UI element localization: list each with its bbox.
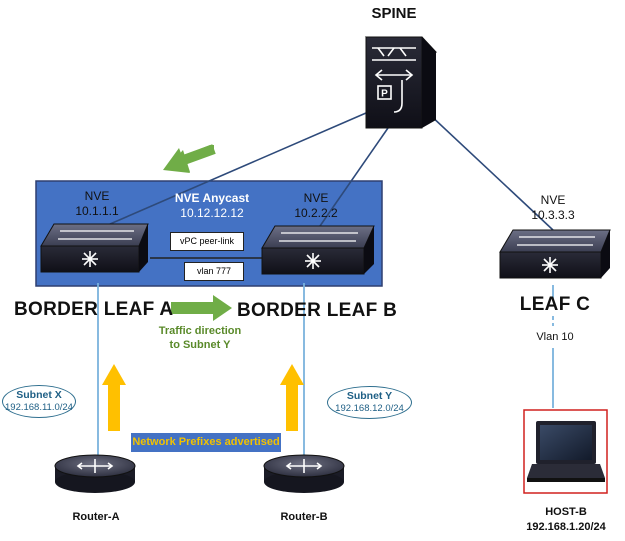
network-links xyxy=(109,112,554,259)
router-b-icon xyxy=(263,454,345,493)
link-spine-leaf-c xyxy=(427,112,554,231)
link-spine-border-a xyxy=(109,112,367,225)
green-arrow-traffic xyxy=(171,295,232,321)
leaf-c-switch-icon xyxy=(499,229,611,279)
access-links xyxy=(97,283,554,457)
router-a-icon xyxy=(54,454,136,493)
spine-switch-icon: P xyxy=(364,36,438,129)
link-spine-border-b xyxy=(319,127,389,227)
yellow-arrow-router-b xyxy=(280,364,304,431)
laptop-icon xyxy=(527,421,605,482)
border-leaf-a-switch-icon xyxy=(40,223,149,273)
svg-text:P: P xyxy=(381,89,388,100)
yellow-arrow-router-a xyxy=(102,364,126,431)
border-leaf-b-switch-icon xyxy=(261,225,375,275)
green-arrow-to-border-a xyxy=(163,144,216,173)
